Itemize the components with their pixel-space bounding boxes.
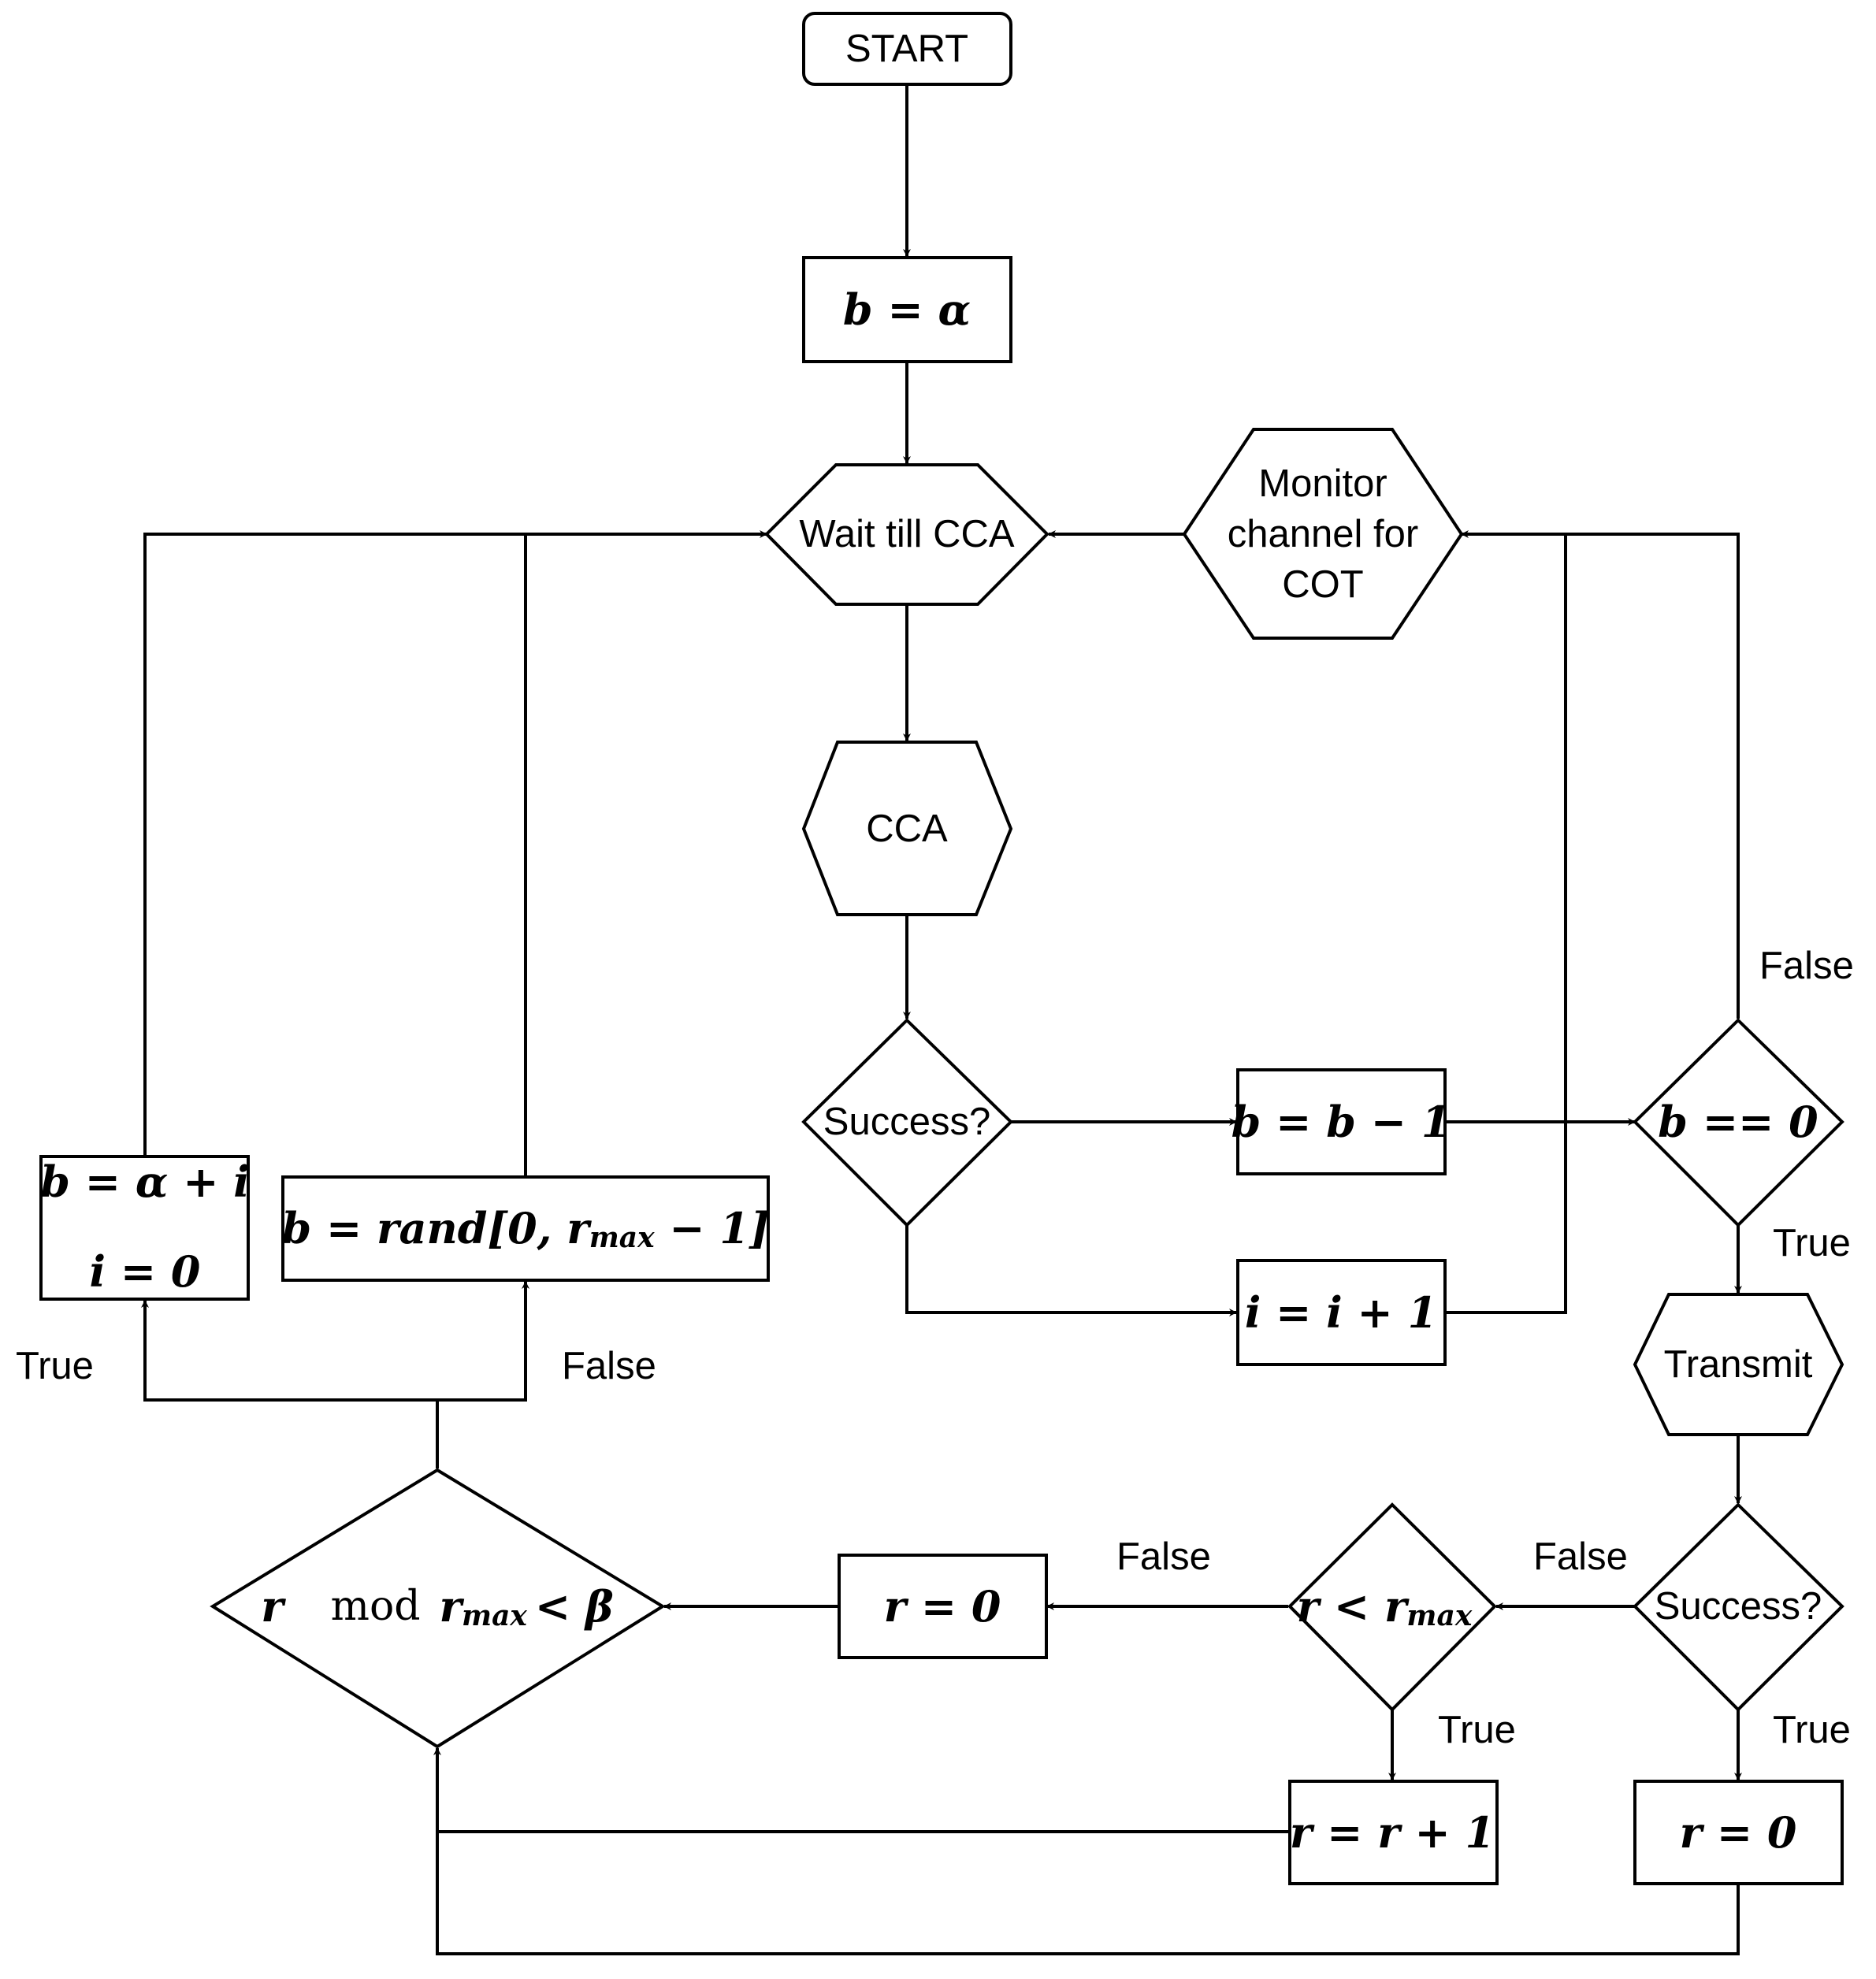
node-init-b: b = α xyxy=(802,256,1012,363)
inc-i-label: i = i + 1 xyxy=(1245,1287,1437,1338)
check-r-label: r < rmax xyxy=(1297,1581,1473,1632)
edge-mod-false-to-setb xyxy=(437,1281,529,1402)
monitor-label-1: Monitor xyxy=(1258,462,1387,505)
monitor-label-3: COT xyxy=(1282,563,1363,606)
cca-label: CCA xyxy=(866,808,948,850)
node-reset-r-false: r = 0 xyxy=(838,1554,1048,1659)
set-b-true-label-2: i = 0 xyxy=(90,1246,201,1297)
label-check-r-true: True xyxy=(1438,1709,1516,1751)
wait-cca-label: Wait till CCA xyxy=(799,513,1014,555)
set-b-false-label: b = rand[0, rmax − 1] xyxy=(281,1203,769,1254)
node-set-b-false: b = rand[0, rmax − 1] xyxy=(281,1175,770,1282)
label-check-r-false: False xyxy=(1116,1535,1211,1578)
label-success-tx-false: False xyxy=(1533,1535,1628,1578)
node-wait-cca: Wait till CCA xyxy=(764,463,1049,606)
label-check-b-true: True xyxy=(1773,1222,1851,1264)
edge-mod-branch xyxy=(141,1300,439,1468)
connectors xyxy=(141,84,1742,1955)
node-check-b: b == 0 xyxy=(1633,1018,1844,1227)
reset-r-true-label: r = 0 xyxy=(1680,1807,1797,1858)
transmit-label: Transmit xyxy=(1664,1343,1813,1386)
node-transmit: Transmit xyxy=(1633,1293,1844,1436)
label-mod-false: False xyxy=(562,1345,656,1387)
node-cca: CCA xyxy=(801,741,1013,916)
init-b-label: b = α xyxy=(843,284,971,335)
success-cca-label: Success? xyxy=(823,1101,990,1143)
node-start: START xyxy=(802,12,1012,86)
monitor-label-2: channel for xyxy=(1228,513,1418,555)
node-success-cca: Success? xyxy=(801,1018,1013,1227)
edge-labels: False True False True False True True Fa… xyxy=(16,945,1854,1751)
label-check-b-false: False xyxy=(1759,945,1854,987)
node-reset-r-true: r = 0 xyxy=(1633,1780,1844,1885)
label-success-tx-true: True xyxy=(1773,1709,1851,1751)
check-b-label: b == 0 xyxy=(1658,1097,1818,1147)
node-set-b-true: b = α + i i = 0 xyxy=(39,1155,250,1301)
label-mod-true: True xyxy=(16,1345,94,1387)
node-inc-r: r = r + 1 xyxy=(1288,1780,1499,1885)
edge-success-to-inci xyxy=(905,1225,1237,1316)
dec-b-label: b = b − 1 xyxy=(1231,1097,1451,1147)
node-monitor: Monitor channel for COT xyxy=(1182,428,1464,640)
set-b-true-label-1: b = α + i xyxy=(40,1157,250,1207)
success-tx-label: Success? xyxy=(1655,1585,1822,1628)
edge-setb-true-to-wait xyxy=(143,530,767,1155)
start-label: START xyxy=(845,28,968,70)
node-success-tx: Success? xyxy=(1633,1502,1844,1712)
node-check-r: r < rmax xyxy=(1287,1502,1497,1712)
node-dec-b: b = b − 1 xyxy=(1231,1068,1451,1175)
edge-resettrue-to-mod xyxy=(433,1747,1740,1955)
edge-inci-to-monitor xyxy=(1444,530,1567,1314)
reset-r-false-label: r = 0 xyxy=(884,1581,1001,1632)
edge-checkb-false-to-monitor xyxy=(1566,533,1740,1019)
inc-r-label: r = r + 1 xyxy=(1290,1807,1495,1858)
node-inc-i: i = i + 1 xyxy=(1236,1259,1447,1366)
